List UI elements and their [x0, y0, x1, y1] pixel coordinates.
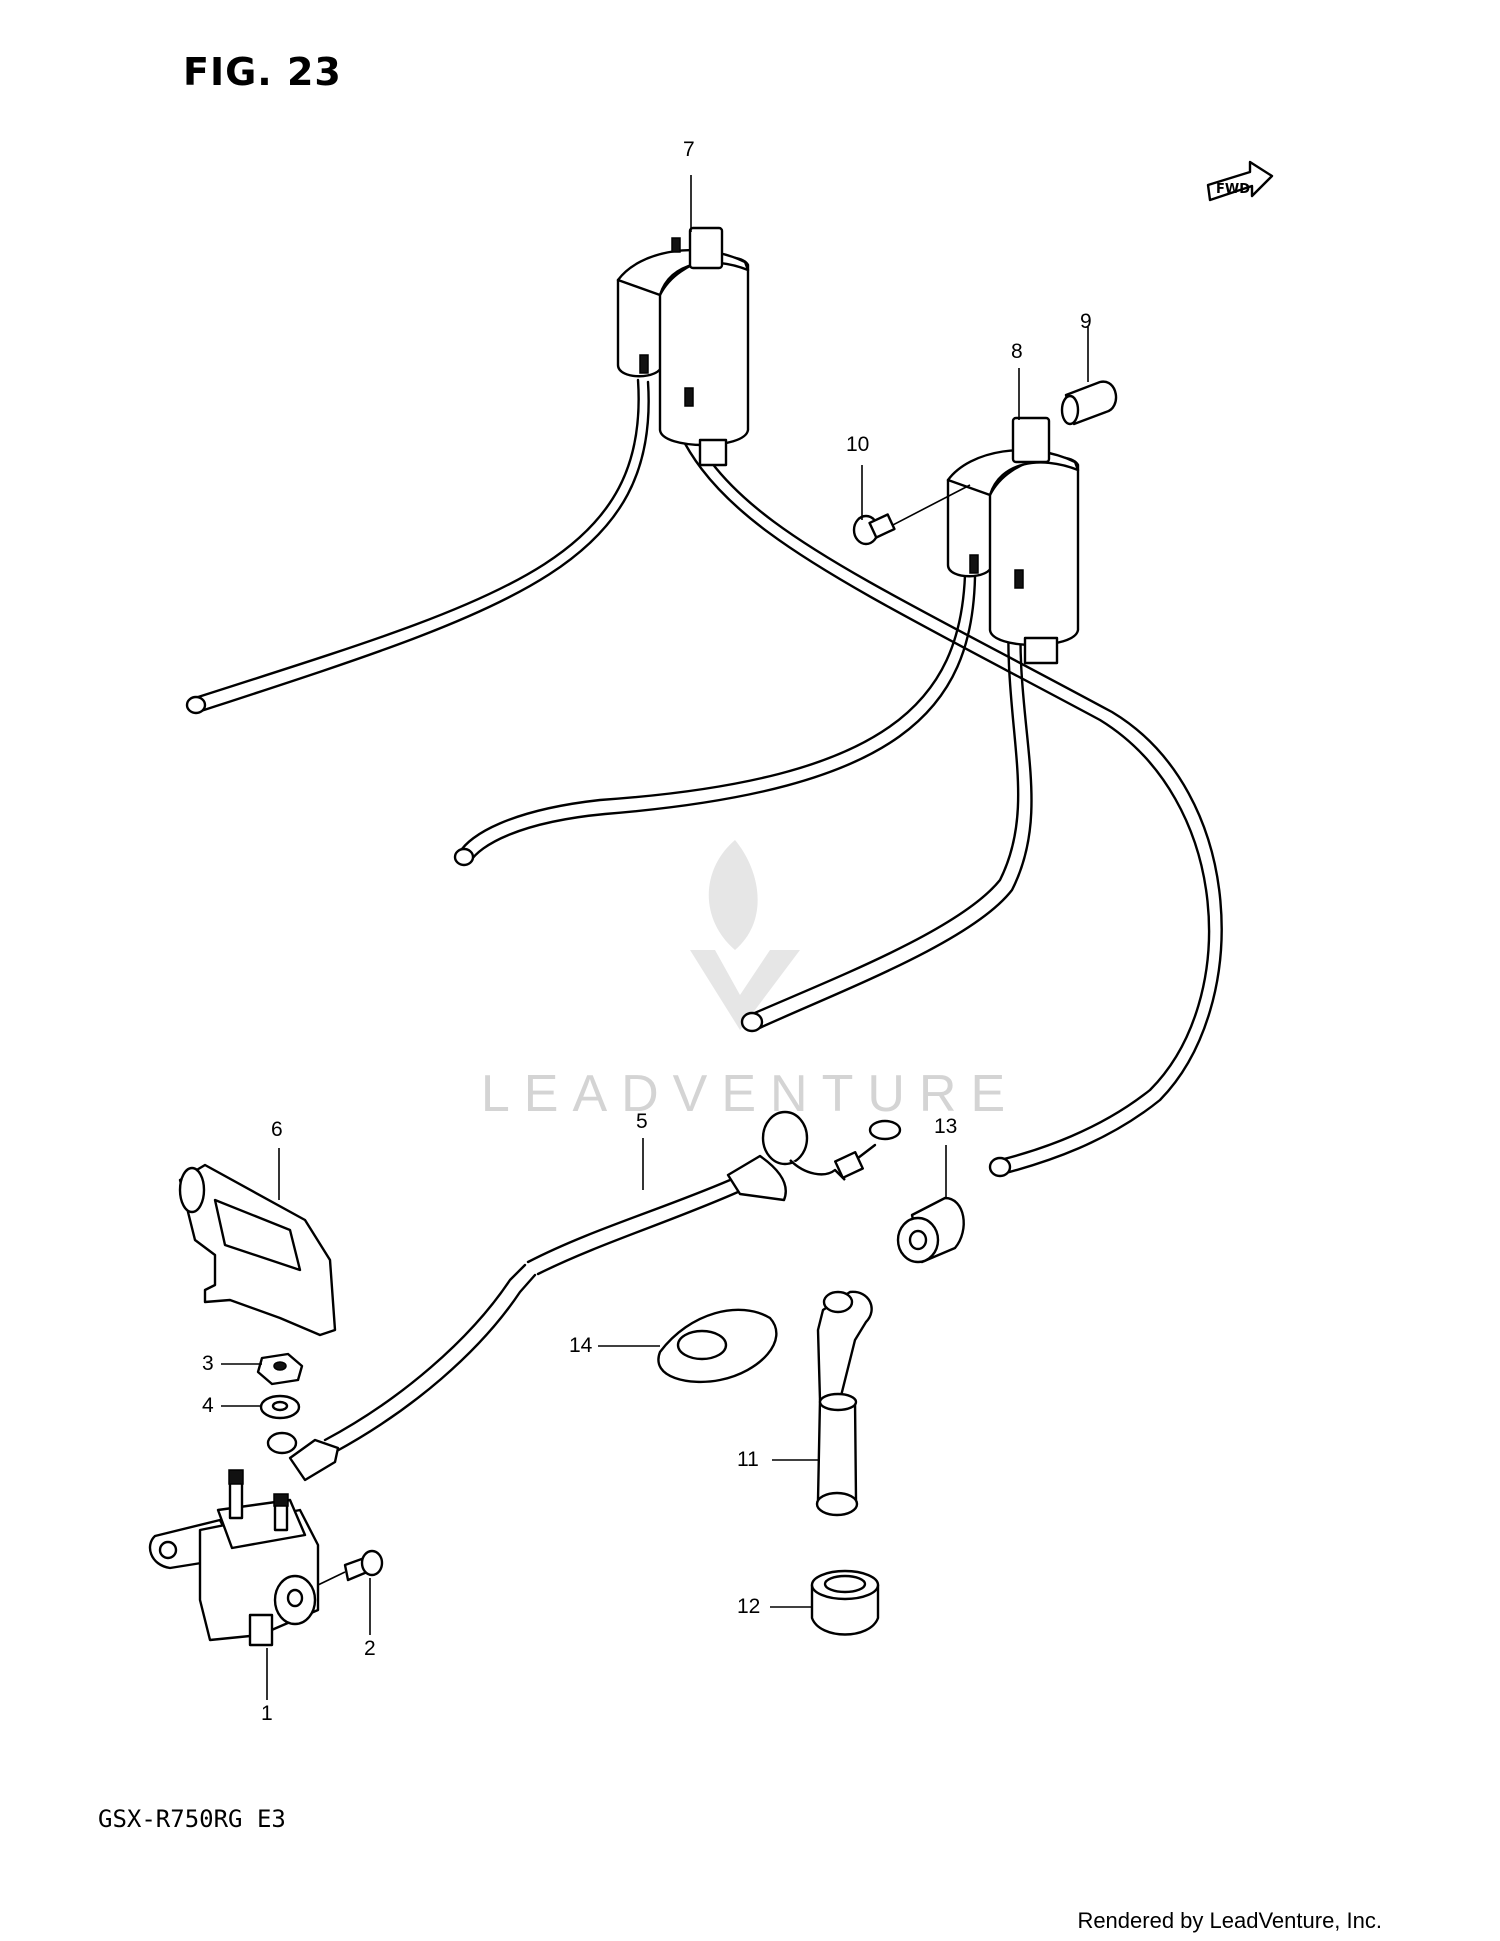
seal-12[interactable] — [810, 1569, 880, 1636]
callout-10: 10 — [846, 433, 870, 456]
cover-6[interactable] — [178, 1163, 337, 1337]
callout-2: 2 — [364, 1637, 376, 1660]
fwd-arrow-icon: FWD — [1206, 160, 1274, 202]
relay-1[interactable] — [148, 1469, 320, 1647]
screw-10[interactable] — [852, 484, 971, 546]
model-code: GSX-R750RG E3 — [98, 1805, 286, 1833]
seal-13[interactable] — [896, 1196, 965, 1264]
callout-4: 4 — [202, 1394, 214, 1417]
ignition-coil-7[interactable] — [185, 226, 1223, 1178]
screw-2[interactable] — [317, 1549, 384, 1586]
cap-9[interactable] — [1060, 380, 1118, 426]
watermark: LEADVENTURE — [480, 1065, 1020, 1123]
callout-12: 12 — [737, 1595, 761, 1618]
leader-lines — [221, 175, 1089, 1700]
render-credit: Rendered by LeadVenture, Inc. — [1077, 1908, 1382, 1933]
watermark-logo — [690, 840, 800, 1030]
ground-cable-5[interactable] — [266, 1110, 902, 1482]
callout-1: 1 — [261, 1702, 273, 1725]
callout-8: 8 — [1011, 340, 1023, 363]
callout-9: 9 — [1080, 310, 1092, 333]
callout-11: 11 — [737, 1448, 759, 1471]
callout-14: 14 — [569, 1334, 593, 1357]
callout-3: 3 — [202, 1352, 214, 1375]
callout-5: 5 — [636, 1110, 648, 1133]
callout-13: 13 — [934, 1115, 958, 1138]
figure-title: FIG. 23 — [183, 50, 342, 94]
grommet-14[interactable] — [657, 1308, 778, 1384]
callout-6: 6 — [271, 1118, 283, 1141]
spark-plug-cap-11[interactable] — [815, 1290, 873, 1517]
callout-7: 7 — [683, 138, 695, 161]
ignition-coil-8[interactable] — [453, 416, 1080, 1033]
fwd-label: FWD — [1216, 182, 1250, 197]
washer-4[interactable] — [259, 1394, 301, 1420]
nut-3[interactable] — [256, 1352, 304, 1386]
